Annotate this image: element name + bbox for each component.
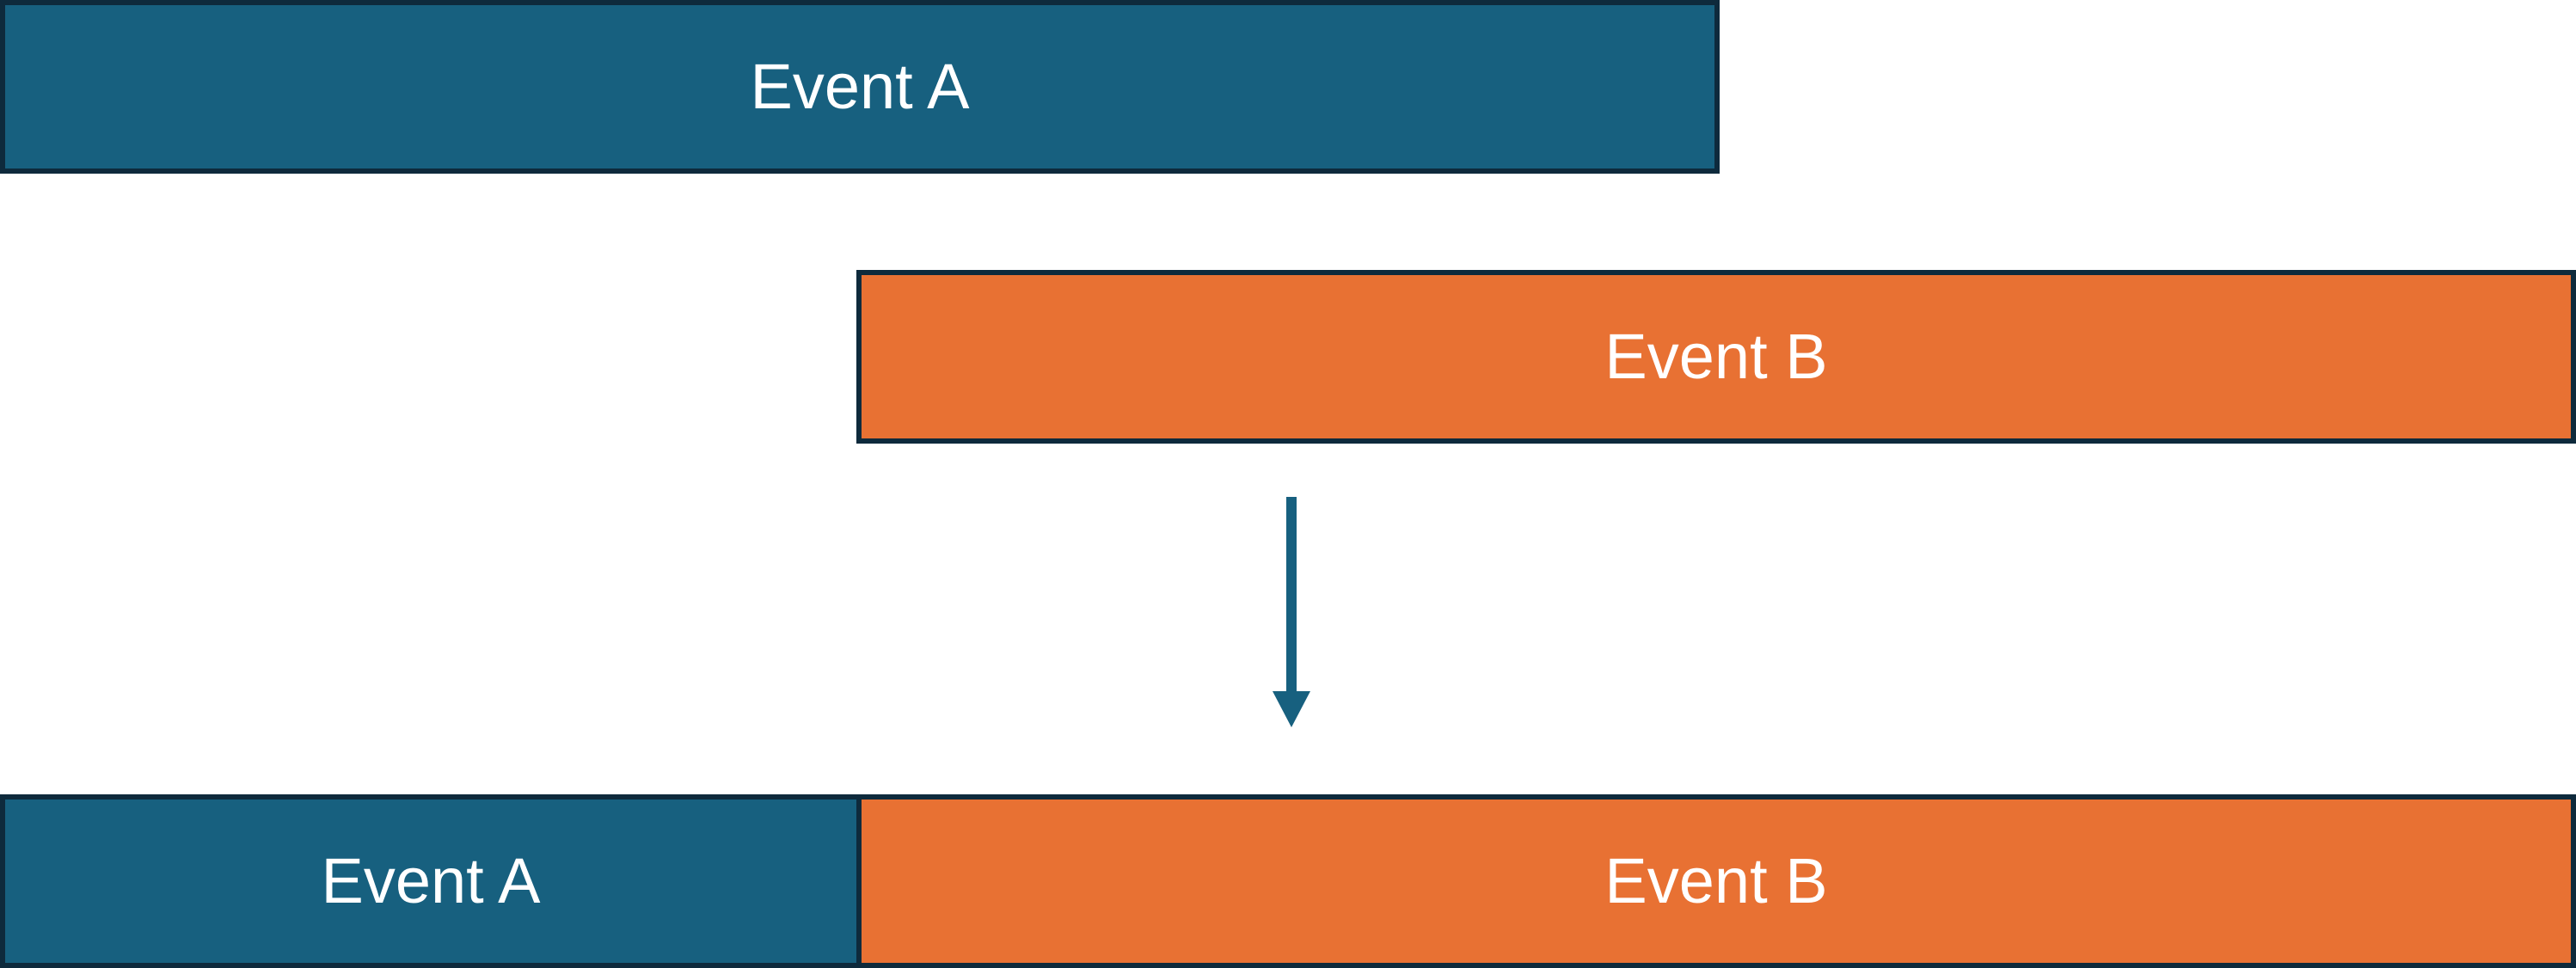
event-b-bar-after: Event B bbox=[856, 794, 2576, 968]
arrow-down-icon bbox=[1273, 497, 1310, 727]
event-a-label-before: Event A bbox=[750, 51, 970, 122]
event-a-bar-before: Event A bbox=[0, 0, 1720, 174]
event-b-label-before: Event B bbox=[1604, 321, 1828, 392]
event-a-bar-after: Event A bbox=[0, 794, 862, 968]
arrow-head bbox=[1273, 691, 1310, 727]
arrow-shaft bbox=[1286, 497, 1297, 695]
event-b-label-after: Event B bbox=[1604, 845, 1828, 916]
event-b-bar-before: Event B bbox=[856, 270, 2576, 444]
event-a-label-after: Event A bbox=[321, 845, 541, 916]
